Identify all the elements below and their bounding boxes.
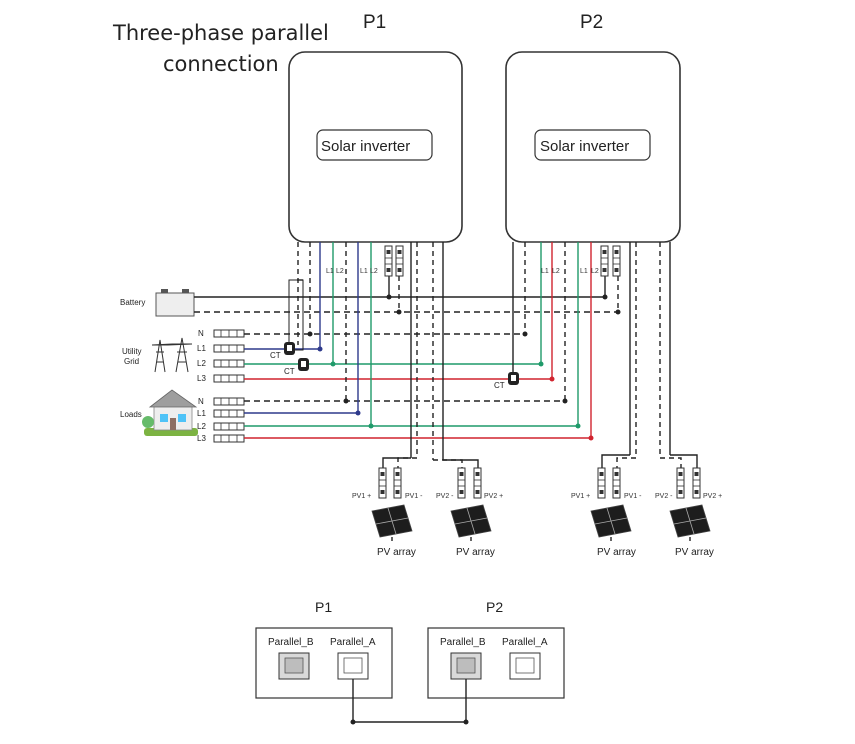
inverter-p2-heading: P2 [580,12,603,33]
p1-pv2-neg-label: PV2 - [436,493,454,500]
p1-parallel-a-label: Parallel_A [330,637,376,648]
p2-battery-breaker-a [600,245,609,277]
parallel-link-dot-1 [350,719,356,725]
load-terminal-l3: L3 [197,434,206,443]
p2-parallel-b-port[interactable] [450,652,482,680]
p2-pv-array-2-label: PV array [675,547,714,558]
p1-ct-clamp-2 [298,358,309,371]
p1-ct-label-1: CT [270,351,281,360]
p2-terminal-l2-a: L2 [552,268,560,275]
p1-terminal-l2-b: L2 [370,268,378,275]
p2-pv-array-1-label: PV array [597,547,636,558]
p1-ct-clamp-1 [284,342,295,355]
grid-terminal-n: N [198,329,204,338]
parallel-link-dot-2 [463,719,469,725]
inverter-p1-label: Solar inverter [321,138,410,155]
p2-pv1-neg-label: PV1 - [624,493,642,500]
p2-wiring [512,242,698,468]
p2-pv2-pos-breaker [692,467,701,499]
load-terminal-n: N [198,397,204,406]
p2-pv2-neg-label: PV2 - [655,493,673,500]
p1-pv2-neg-breaker [457,467,466,499]
parallel-link-cable [352,679,467,723]
load-terminal-l1: L1 [197,409,206,418]
p2-pv1-pos-breaker [597,467,606,499]
p1-pv1-pos-breaker [378,467,387,499]
junction-dots [307,294,621,441]
p1-parallel-a-port[interactable] [337,652,369,680]
p1-pv2-pos-breaker [473,467,482,499]
diagram-title-line1: Three-phase parallel [112,21,329,45]
p2-pv2-neg-breaker [676,467,685,499]
p1-ct-label-2: CT [284,367,295,376]
p2-ct-clamp [508,372,519,385]
p1-pv1-neg-label: PV1 - [405,493,423,500]
loads-label: Loads [120,410,142,419]
p1-pv-array-2-label: PV array [456,547,495,558]
parallel-p2-heading: P2 [486,599,503,615]
p2-pv-array-2-icon [669,504,711,542]
house-icon [142,389,198,436]
load-terminal-l2: L2 [197,422,206,431]
inverter-p2-label: Solar inverter [540,138,629,155]
parallel-p1-heading: P1 [315,599,332,615]
diagram-title-line2: connection [163,52,279,76]
inverter-p1-heading: P1 [363,12,386,33]
grid-terminal-block: N L1 L2 L3 [197,329,245,383]
p2-pv1-neg-breaker [612,467,621,499]
p1-pv-array-1-icon [371,504,413,542]
p2-parallel-a-port[interactable] [509,652,541,680]
p2-parallel-a-label: Parallel_A [502,637,548,648]
p2-parallel-b-label: Parallel_B [440,637,486,648]
load-terminal-block: N L1 L2 L3 [197,397,245,443]
p1-pv-array-1-label: PV array [377,547,416,558]
p2-battery-breaker-b [612,245,621,277]
battery-icon [155,289,195,317]
grid-terminal-l3: L3 [197,374,206,383]
p2-ct-label: CT [494,381,505,390]
p1-pv1-pos-label: PV1 + [352,493,371,500]
inverter-p1-label-box [316,129,433,161]
p1-parallel-b-port[interactable] [278,652,310,680]
p1-pv1-neg-breaker [393,467,402,499]
p1-battery-breaker-b [395,245,404,277]
p2-pv-array-1-icon [590,504,632,542]
p2-terminal-l1-a: L1 [541,268,549,275]
p2-pv1-pos-label: PV1 + [571,493,590,500]
p2-pv2-pos-label: PV2 + [703,493,722,500]
p1-terminal-l1-b: L1 [360,268,368,275]
utility-pylon-icon [151,337,193,373]
utility-grid-label-line1: Utility [122,347,142,356]
p2-terminal-l1-b: L1 [580,268,588,275]
p2-terminal-l2-b: L2 [591,268,599,275]
p1-terminal-l2-a: L2 [336,268,344,275]
inverter-p2-label-box [534,129,651,161]
p1-pv2-pos-label: PV2 + [484,493,503,500]
p1-terminal-l1-a: L1 [326,268,334,275]
p1-parallel-b-label: Parallel_B [268,637,314,648]
grid-terminal-l2: L2 [197,359,206,368]
p1-pv-array-2-icon [450,504,492,542]
utility-grid-label-line2: Grid [124,357,139,366]
p1-battery-breaker-a [384,245,393,277]
p1-wiring [288,242,479,468]
battery-label: Battery [120,298,145,307]
grid-terminal-l1: L1 [197,344,206,353]
